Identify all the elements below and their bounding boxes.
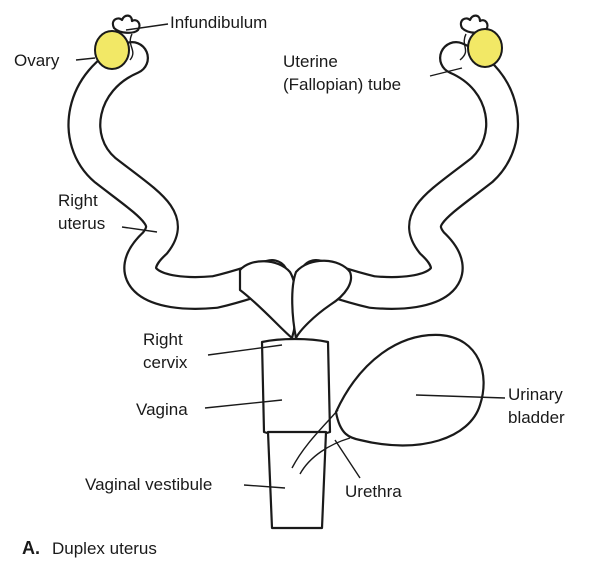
uterine-horns bbox=[67, 41, 520, 310]
label-uterine-tube-line2: (Fallopian) tube bbox=[283, 75, 401, 94]
labels: Infundibulum Ovary Uterine (Fallopian) t… bbox=[14, 13, 565, 501]
urethra bbox=[291, 409, 351, 475]
figure-caption: A. Duplex uterus bbox=[22, 538, 157, 558]
label-urinary-bladder-line1: Urinary bbox=[508, 385, 563, 404]
label-urethra: Urethra bbox=[345, 482, 402, 501]
urinary-bladder bbox=[334, 333, 485, 447]
vagina bbox=[260, 337, 332, 438]
label-urinary-bladder-line2: bladder bbox=[508, 408, 565, 427]
caption-letter: A. bbox=[22, 538, 40, 558]
label-right-uterus-line1: Right bbox=[58, 191, 98, 210]
ovary-left bbox=[94, 30, 130, 70]
cervices bbox=[238, 259, 353, 340]
label-vagina: Vagina bbox=[136, 400, 188, 419]
ovary-right bbox=[467, 28, 503, 68]
label-uterine-tube-line1: Uterine bbox=[283, 52, 338, 71]
label-vaginal-vestibule: Vaginal vestibule bbox=[85, 475, 212, 494]
vaginal-vestibule bbox=[266, 430, 328, 530]
label-ovary: Ovary bbox=[14, 51, 60, 70]
label-right-cervix-line1: Right bbox=[143, 330, 183, 349]
leader-lines bbox=[75, 23, 506, 489]
label-infundibulum: Infundibulum bbox=[170, 13, 267, 32]
label-right-cervix-line2: cervix bbox=[143, 353, 188, 372]
caption-text: Duplex uterus bbox=[52, 539, 157, 558]
label-right-uterus-line2: uterus bbox=[58, 214, 105, 233]
